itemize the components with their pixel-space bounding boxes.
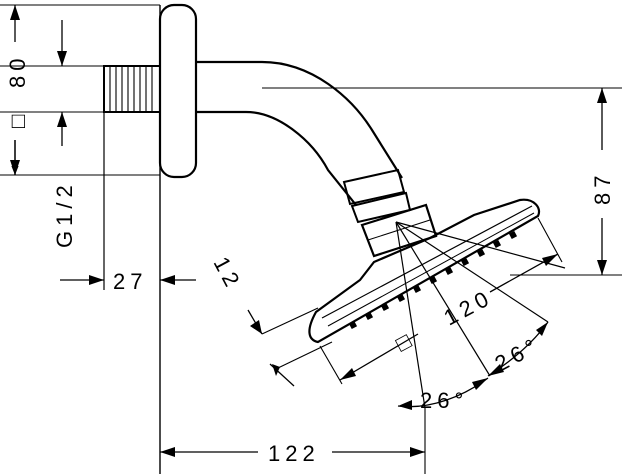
dimension-27: 27 xyxy=(60,269,196,294)
dimension-122: 122 xyxy=(160,408,426,474)
wall-flange xyxy=(158,3,198,474)
shower-head xyxy=(308,198,541,344)
dimension-thread: G1/2 xyxy=(0,20,104,248)
dimension-angle-right: 26° xyxy=(487,321,549,377)
spray-nozzles xyxy=(348,230,518,330)
dimension-27-value: 27 xyxy=(113,269,147,294)
threaded-nipple xyxy=(103,65,161,290)
dimension-angle-right-value: 26° xyxy=(491,332,545,377)
dimension-angle-left: 26° xyxy=(397,377,489,413)
dimension-angle-left-value: 26° xyxy=(420,388,468,413)
spray-angle-lines xyxy=(395,221,566,409)
dimension-87: 87 xyxy=(262,87,622,276)
dimension-thread-value: G1/2 xyxy=(52,180,77,248)
dimension-122-value: 122 xyxy=(268,441,320,466)
dimension-120-square: □ xyxy=(392,326,420,357)
dimension-80-value: 80 xyxy=(5,54,30,88)
dimension-12-value: 12 xyxy=(209,253,247,295)
dimension-120-value: 120 xyxy=(440,284,497,330)
dimension-80: □ 80 xyxy=(0,4,160,176)
shower-arm xyxy=(196,60,438,258)
dimension-87-value: 87 xyxy=(590,171,615,205)
dimension-80-square: □ xyxy=(5,110,30,128)
